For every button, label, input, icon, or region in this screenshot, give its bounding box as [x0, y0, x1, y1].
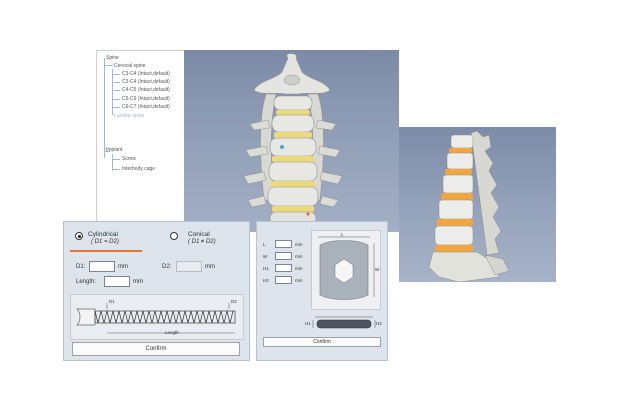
- conical-label: Conical: [188, 231, 210, 238]
- tree-node-spine[interactable]: Spine: [106, 55, 119, 61]
- tree-node-screw[interactable]: Screw: [122, 156, 136, 162]
- tree-line: [112, 69, 113, 115]
- cylindrical-equation: ( D1 = D2): [91, 239, 119, 245]
- screw-confirm-button[interactable]: Confirm: [72, 342, 240, 356]
- screw-diagram-panel: D1 D2 Length: [70, 294, 244, 340]
- d2-label: D2:: [162, 264, 172, 270]
- tree-line: [112, 169, 120, 170]
- cylindrical-label: Cylindrical: [88, 231, 118, 238]
- cage-diagram-l-label: L: [341, 232, 344, 237]
- cage-w-unit: mm: [295, 254, 303, 259]
- tree-line: [112, 154, 113, 171]
- tree-node-level[interactable]: C5-C6 (Intact,default): [122, 95, 170, 102]
- cage-diagram-w-label: W: [375, 267, 380, 272]
- cage-diagram-h2-label: H2: [376, 321, 382, 326]
- cage-h2-label: H2: [263, 278, 269, 283]
- lumbar-spine-model: [428, 130, 510, 282]
- cervical-spine-model: [243, 53, 343, 227]
- tree-line: [104, 58, 105, 158]
- d2-unit: mm: [205, 264, 215, 270]
- tree-node-level[interactable]: C6-C7 (Intact,default): [122, 103, 170, 110]
- tree-line: [112, 74, 120, 75]
- cage-side-diagram-panel: H1 H2: [305, 314, 383, 332]
- cage-confirm-button[interactable]: Confirm: [263, 337, 381, 347]
- cage-h1-input[interactable]: [275, 264, 292, 272]
- model-tree-panel: Spine Cervical spine Lumbar spine Implan…: [96, 50, 186, 234]
- d1-input[interactable]: [89, 261, 115, 272]
- d1-label: D1:: [76, 264, 86, 270]
- screw-settings-dialog: Cylindrical ( D1 = D2) Conical ( D1 ≠ D2…: [63, 221, 250, 361]
- diagram-d1-label: D1: [109, 299, 115, 304]
- cylindrical-radio[interactable]: [75, 232, 83, 240]
- screw-thread: [94, 310, 234, 324]
- tree-line: [112, 90, 120, 92]
- diagram-d2-label: D2: [231, 299, 237, 304]
- tree-node-level[interactable]: C3-C4 (Intact,default): [122, 79, 170, 86]
- interbody-cage-settings-dialog: L mm W mm H1 mm H2 mm L W H1 H2 Confirm: [256, 221, 388, 361]
- length-label: Length:: [76, 279, 97, 285]
- d2-input[interactable]: [176, 261, 202, 272]
- cage-h1-label: H1: [263, 266, 269, 271]
- cage-h2-unit: mm: [295, 278, 303, 283]
- screw-diagram: [76, 303, 236, 334]
- tree-line: [104, 151, 110, 152]
- cage-w-label: W: [263, 254, 268, 259]
- cage-top-diagram: [318, 236, 375, 300]
- cage-h1-unit: mm: [295, 266, 303, 271]
- tree-line: [112, 98, 120, 100]
- cage-l-input[interactable]: [275, 240, 292, 248]
- selected-option-underline: [70, 250, 142, 252]
- lumbar-spine-3d-viewport[interactable]: [399, 127, 556, 282]
- tree-line: [112, 82, 120, 84]
- d1-unit: mm: [118, 264, 128, 270]
- tree-line: [112, 159, 120, 160]
- tree-line: [104, 65, 113, 66]
- diagram-length-label: Length: [165, 330, 179, 335]
- tree-node-cervical[interactable]: Cervical spine: [114, 63, 146, 69]
- conical-equation: ( D1 ≠ D2): [188, 239, 216, 245]
- cage-diagram-h1-label: H1: [305, 321, 311, 326]
- tree-line: [112, 106, 120, 108]
- cage-w-input[interactable]: [275, 252, 292, 260]
- cage-side-diagram: [312, 316, 376, 329]
- tree-node-implant[interactable]: Implant: [106, 147, 123, 153]
- tree-node-interbody-cage[interactable]: Interbody cage: [122, 166, 156, 172]
- length-input[interactable]: [104, 276, 130, 287]
- cage-l-unit: mm: [295, 242, 303, 247]
- tree-node-level[interactable]: C4-C5 (Intact,default): [122, 87, 170, 94]
- cage-top-diagram-panel: L W: [311, 230, 381, 310]
- cage-h2-input[interactable]: [275, 276, 292, 284]
- tree-node-level[interactable]: C3-C4 (Intact,default): [122, 71, 170, 77]
- cage-l-label: L: [263, 242, 266, 247]
- conical-radio[interactable]: [170, 232, 178, 240]
- tree-node-lumbar[interactable]: Lumbar spine: [114, 113, 145, 119]
- length-unit: mm: [133, 279, 143, 285]
- cervical-spine-3d-viewport[interactable]: [184, 50, 399, 232]
